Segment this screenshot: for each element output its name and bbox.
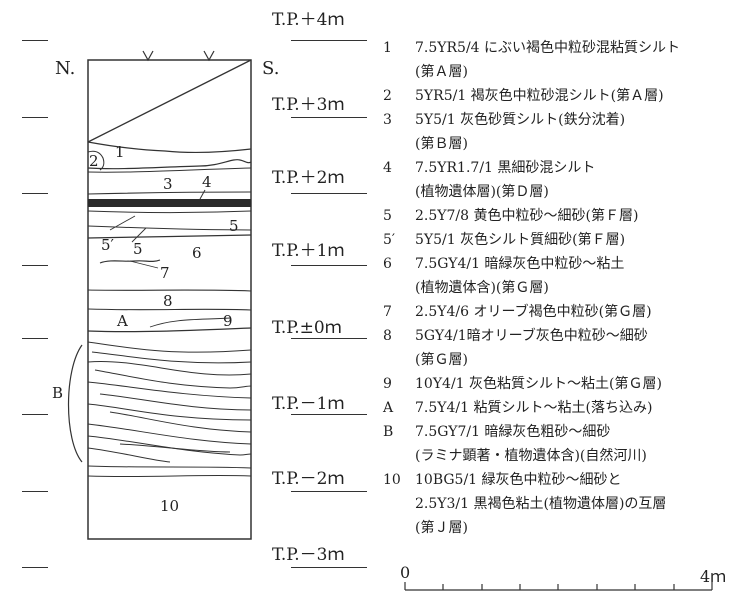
elevation-tick — [22, 193, 48, 194]
elevation-label-plus2: T.P.＋2ｍ — [272, 168, 345, 188]
legend-key: 4 — [383, 160, 392, 176]
legend-key: B — [383, 424, 394, 440]
legend-text: 5Y5/1 灰色シルト質細砂(第Ｆ層) — [415, 232, 626, 248]
layer-label-9: 9 — [223, 312, 233, 330]
legend-item: 6 7.5GY4/1 暗緑灰色中粒砂～粘土 (植物遺体含)(第Ｇ層) — [383, 252, 680, 300]
elevation-line — [291, 338, 367, 339]
legend-item: 7 2.5Y4/6 オリーブ褐色中粒砂(第Ｇ層) — [383, 300, 680, 324]
layer-legend: 1 7.5YR5/4 にぶい褐色中粒砂混粘質シルト (第Ａ層) 2 5YR5/1… — [383, 36, 680, 540]
legend-item: 9 10Y4/1 灰色粘質シルト～粘土(第Ｇ層) — [383, 372, 680, 396]
elevation-label-plus1: T.P.＋1ｍ — [272, 241, 345, 261]
elevation-tick — [22, 40, 48, 41]
elevation-tick — [22, 414, 48, 415]
legend-text: 5YR5/1 褐灰色中粒砂混シルト(第Ａ層) — [415, 88, 664, 104]
legend-key: 3 — [383, 112, 392, 128]
legend-key: A — [383, 400, 394, 416]
legend-text: 7.5YR1.7/1 黒細砂混シルト (植物遺体層)(第Ｄ層) — [415, 160, 596, 200]
elevation-label-minus3: T.P.－3ｍ — [272, 545, 345, 565]
legend-key: 9 — [383, 376, 392, 392]
legend-text: 7.5GY7/1 暗緑灰色粗砂～細砂 (ラミナ顕著・植物遺体含)(自然河川) — [415, 424, 647, 464]
legend-text: 10BG5/1 緑灰色中粒砂～細砂と 2.5Y3/1 黒褐色粘土(植物遺体層)の… — [415, 472, 667, 536]
layer-label-A: A — [117, 312, 128, 330]
legend-item: 8 5GY4/1暗オリーブ灰色中粒砂～細砂 (第Ｇ層) — [383, 324, 680, 372]
legend-item: 5′ 5Y5/1 灰色シルト質細砂(第Ｆ層) — [383, 228, 680, 252]
elevation-line — [291, 117, 367, 118]
elevation-line — [291, 567, 367, 568]
legend-key: 7 — [383, 304, 392, 320]
legend-text: 5Y5/1 灰色砂質シルト(鉄分沈着) (第Ｂ層) — [415, 112, 626, 152]
elevation-line — [291, 414, 367, 415]
layer-label-5b: 5 — [133, 240, 143, 258]
layer-label-6: 6 — [192, 244, 202, 262]
legend-text: 10Y4/1 灰色粘質シルト～粘土(第Ｇ層) — [415, 376, 662, 392]
legend-key: 1 — [383, 40, 392, 56]
north-label: N. — [55, 58, 76, 79]
legend-item: 3 5Y5/1 灰色砂質シルト(鉄分沈着) (第Ｂ層) — [383, 108, 680, 156]
legend-key: 10 — [383, 472, 401, 488]
layer-label-5a: 5 — [229, 217, 239, 235]
legend-text: 7.5GY4/1 暗緑灰色中粒砂～粘土 (植物遺体含)(第Ｇ層) — [415, 256, 625, 296]
elevation-label-minus2: T.P.－2ｍ — [272, 469, 345, 489]
scale-end-label: 4ｍ — [700, 567, 727, 586]
elevation-tick — [22, 117, 48, 118]
layer-label-5-prime: 5′ — [101, 236, 114, 254]
legend-item: 1 7.5YR5/4 にぶい褐色中粒砂混粘質シルト (第Ａ層) — [383, 36, 680, 84]
elevation-label-zero: T.P.±0ｍ — [272, 318, 342, 338]
elevation-tick — [22, 491, 48, 492]
layer-label-4: 4 — [202, 173, 212, 191]
legend-item: 4 7.5YR1.7/1 黒細砂混シルト (植物遺体層)(第Ｄ層) — [383, 156, 680, 204]
elevation-label-plus3: T.P.＋3ｍ — [272, 95, 345, 115]
layer-label-8: 8 — [163, 292, 173, 310]
scale-start-label: 0 — [400, 563, 411, 582]
legend-item: A 7.5Y4/1 粘質シルト～粘土(落ち込み) — [383, 396, 680, 420]
elevation-line — [291, 265, 367, 266]
elevation-label-plus4: T.P.＋4ｍ — [272, 10, 345, 30]
legend-key: 2 — [383, 88, 392, 104]
legend-key: 5′ — [383, 232, 396, 248]
elevation-line — [291, 193, 367, 194]
layer-label-1: 1 — [115, 143, 125, 161]
legend-text: 7.5YR5/4 にぶい褐色中粒砂混粘質シルト (第Ａ層) — [415, 40, 681, 80]
elevation-line — [291, 40, 367, 41]
layer-label-7: 7 — [160, 264, 170, 282]
elevation-line — [291, 491, 367, 492]
legend-key: 5 — [383, 208, 392, 224]
elevation-tick — [22, 265, 48, 266]
elevation-label-minus1: T.P.－1ｍ — [272, 394, 345, 414]
legend-text: 7.5Y4/1 粘質シルト～粘土(落ち込み) — [415, 400, 653, 416]
legend-key: 6 — [383, 256, 392, 272]
legend-item: 10 10BG5/1 緑灰色中粒砂～細砂と 2.5Y3/1 黒褐色粘土(植物遺体… — [383, 468, 680, 540]
legend-text: 2.5Y7/8 黄色中粒砂～細砂(第Ｆ層) — [415, 208, 639, 224]
elevation-tick — [22, 338, 48, 339]
legend-text: 2.5Y4/6 オリーブ褐色中粒砂(第Ｇ層) — [415, 304, 652, 320]
legend-item: 5 2.5Y7/8 黄色中粒砂～細砂(第Ｆ層) — [383, 204, 680, 228]
legend-item: 2 5YR5/1 褐灰色中粒砂混シルト(第Ａ層) — [383, 84, 680, 108]
legend-item: B 7.5GY7/1 暗緑灰色粗砂～細砂 (ラミナ顕著・植物遺体含)(自然河川) — [383, 420, 680, 468]
layer-label-2: 2 — [89, 152, 99, 170]
layer-label-3: 3 — [163, 175, 173, 193]
legend-text: 5GY4/1暗オリーブ灰色中粒砂～細砂 (第Ｇ層) — [415, 328, 648, 368]
layer-label-B: B — [52, 384, 64, 402]
legend-key: 8 — [383, 328, 392, 344]
layer-label-10: 10 — [160, 497, 180, 515]
elevation-tick — [22, 567, 48, 568]
south-label: S. — [262, 58, 280, 79]
